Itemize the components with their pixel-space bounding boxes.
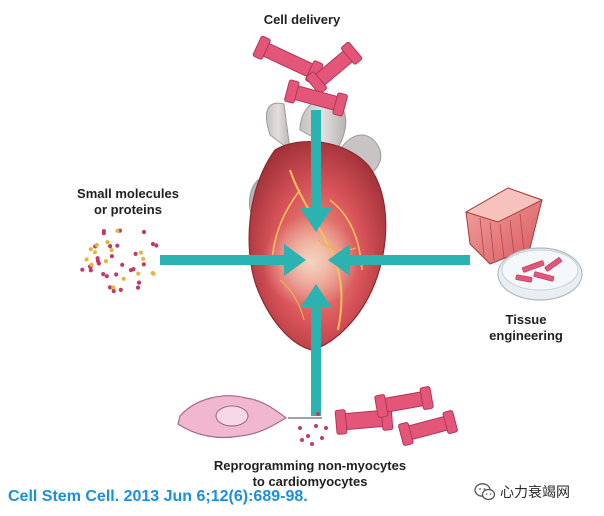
cell-delivery-cells (252, 35, 363, 117)
molecule-dot (120, 262, 125, 267)
label-small-molecules-line2: or proteins (94, 202, 162, 217)
molecule-dot (111, 289, 116, 294)
label-small-molecules-line1: Small molecules (77, 186, 179, 201)
molecule-dot (136, 280, 142, 285)
molecule-dot (111, 285, 116, 290)
molecule-dot (105, 240, 110, 245)
molecule-dot (118, 287, 123, 292)
watermark: 心力衰竭网 (474, 480, 598, 504)
label-tissue-line2: engineering (489, 328, 563, 343)
molecule-dot (138, 250, 144, 255)
molecule-dot (92, 250, 97, 255)
delivery-arrows (160, 110, 470, 416)
molecule-dot (135, 285, 141, 290)
molecule-dot (150, 241, 155, 247)
label-tissue-line1: Tissue (505, 312, 547, 327)
label-tissue-engineering: Tissue engineering (448, 312, 604, 344)
molecule-dot (88, 247, 93, 252)
molecule-dot (115, 243, 120, 248)
molecule-dot (114, 272, 119, 277)
watermark-text: 心力衰竭网 (500, 484, 570, 500)
label-reprogramming-line1: Reprogramming non-myocytes (213, 458, 407, 473)
molecule-dot (136, 271, 141, 276)
molecule-dot (151, 271, 156, 276)
reprogramming-illustration (177, 386, 458, 446)
label-reprogramming-line2: to cardiomyocytes (252, 474, 368, 489)
molecule-dot (108, 244, 113, 249)
label-small-molecules: Small molecules or proteins (28, 186, 228, 218)
molecule-dot (101, 229, 106, 234)
citation-text[interactable]: Cell Stem Cell. 2013 Jun 6;12(6):689-98. (8, 488, 308, 505)
molecule-dot (103, 259, 109, 264)
molecule-dot (104, 274, 109, 279)
small-molecule-dots (80, 228, 159, 294)
label-reprogramming: Reprogramming non-myocytes to cardiomyoc… (90, 458, 530, 490)
molecule-dot (128, 268, 134, 273)
molecule-dot (80, 267, 85, 272)
molecule-dot (121, 276, 126, 281)
molecule-dot (84, 257, 89, 262)
molecule-dot (88, 268, 93, 273)
molecule-dot (141, 229, 147, 235)
molecule-dot (141, 256, 146, 261)
molecule-dot (133, 251, 138, 256)
molecule-dot (109, 254, 114, 259)
molecule-dot (154, 243, 159, 248)
molecule-dot (141, 262, 146, 267)
molecule-dot (94, 242, 99, 248)
tissue-engineering-illustration (464, 187, 583, 301)
molecule-dot (109, 248, 114, 253)
molecule-dot (107, 285, 113, 290)
molecule-dot (101, 272, 106, 277)
wechat-icon (474, 483, 496, 501)
molecule-dot (115, 228, 120, 233)
label-cell-delivery-text: Cell delivery (263, 12, 341, 27)
label-cell-delivery: Cell delivery (0, 12, 604, 28)
molecule-dot (95, 258, 100, 264)
molecule-dot (89, 262, 94, 267)
